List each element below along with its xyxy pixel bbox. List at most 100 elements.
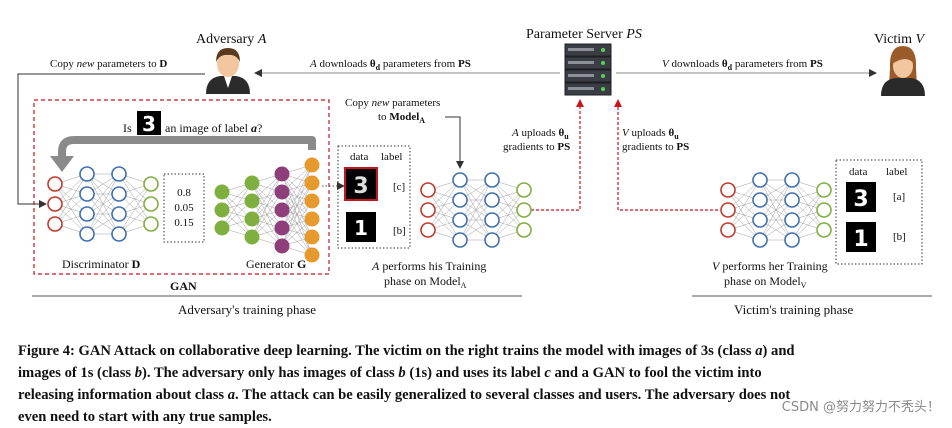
network-node [420,182,436,198]
adv-digit-image-1 [344,167,378,201]
caption-run: images of 1s (class [18,365,135,381]
adv-digit-image-2 [346,212,376,242]
network-edge [281,164,313,229]
victim-data-header: data [849,166,867,178]
victim-digit-2: 1 [853,227,868,252]
network-edge [86,173,120,235]
adv-label-2: [b] [393,225,406,237]
v-uploads-label: V uploads θu [622,127,679,141]
gan-box [33,99,330,275]
network-node [720,182,736,198]
network-node [752,212,768,228]
victim-training-label: V performs her Training [712,259,828,273]
network-node [484,232,500,248]
caption-run: c [544,365,551,381]
man-avatar-icon [206,48,250,94]
network-node [244,193,260,209]
network-node [784,172,800,188]
network-node [452,172,468,188]
server-rack-icon [564,43,612,96]
network-node [784,192,800,208]
network-node [47,176,63,192]
network-node [516,182,532,198]
network-edge [281,164,313,211]
caption-run: a [227,387,236,403]
adv-label-1: [c] [393,181,405,193]
network-node [274,220,290,236]
network-node [516,222,532,238]
a-uploads-arrow [526,99,584,211]
network-edge [459,199,493,241]
network-node [47,216,63,232]
v-downloads-label: V downloads θd parameters from PS [662,58,823,72]
network-edge [251,173,283,238]
network-node [111,206,127,222]
network-node [111,166,127,182]
network-edge [427,179,461,231]
network-node [752,232,768,248]
network-edge [727,179,761,231]
caption-run: even need to start with any true samples… [18,409,272,425]
network-node [816,222,832,238]
victim-digit-image-1 [846,182,876,212]
network-node [304,175,320,191]
network-node [47,196,63,212]
network-edge [459,179,493,241]
caption-run: b [398,365,406,381]
network-edge [118,183,152,235]
network-node [274,202,290,218]
v-uploads-label-2: gradients to PS [622,141,689,153]
network-node [244,229,260,245]
network-node [752,192,768,208]
figure-caption: Figure 4: GAN Attack on collaborative de… [18,340,938,428]
network-node [111,226,127,242]
victim-model-network [720,172,832,248]
copy-to-model-label: Copy new parameters [345,97,440,109]
network-edge [86,193,120,235]
network-node [304,229,320,245]
network-node [143,216,159,232]
network-node [420,202,436,218]
server-title: Parameter Server PS [526,27,642,42]
network-edge [459,179,493,221]
network-node [720,222,736,238]
adversary-data-table [337,145,411,249]
network-edge [281,200,313,247]
caption-run: (1s) and uses its label [405,365,545,381]
network-node [304,247,320,263]
network-node [274,166,290,182]
model-a-network [420,172,532,248]
network-node [484,192,500,208]
network-node [752,172,768,188]
network-node [274,184,290,200]
caption-run: b [134,365,143,381]
caption-run: and a GAN to fool the victim into [550,365,762,381]
woman-avatar-icon [881,46,925,96]
network-node [214,220,230,236]
adversary-title: Adversary A [196,32,267,47]
discriminator-network [47,166,159,242]
caption-run: Figure 4: GAN Attack on collaborative de… [18,343,756,359]
copy-to-d-arrow [17,73,205,208]
gan-question-post: an image of label a? [165,121,262,135]
caption-run: ). The adversary only has images of clas… [142,365,399,381]
adv-digit-1: 3 [353,174,368,199]
network-node [816,182,832,198]
network-edge [221,182,253,229]
network-node [214,184,230,200]
network-edge [281,182,313,247]
caption-run: ) and [762,343,795,359]
victim-label-1: [a] [893,191,905,203]
output-value-1: 0.8 [177,187,191,199]
network-node [816,202,832,218]
network-edge [54,173,88,225]
network-node [79,166,95,182]
copy-to-d-label: Copy new parameters to D [50,58,167,70]
victim-training-label-2: phase on ModelV [724,274,807,290]
adversary-phase-label: Adversary's training phase [178,302,316,317]
network-node [111,186,127,202]
network-node [484,172,500,188]
network-edge [791,189,825,241]
output-value-2: 0.05 [174,202,194,214]
question-digit-image [137,111,161,135]
